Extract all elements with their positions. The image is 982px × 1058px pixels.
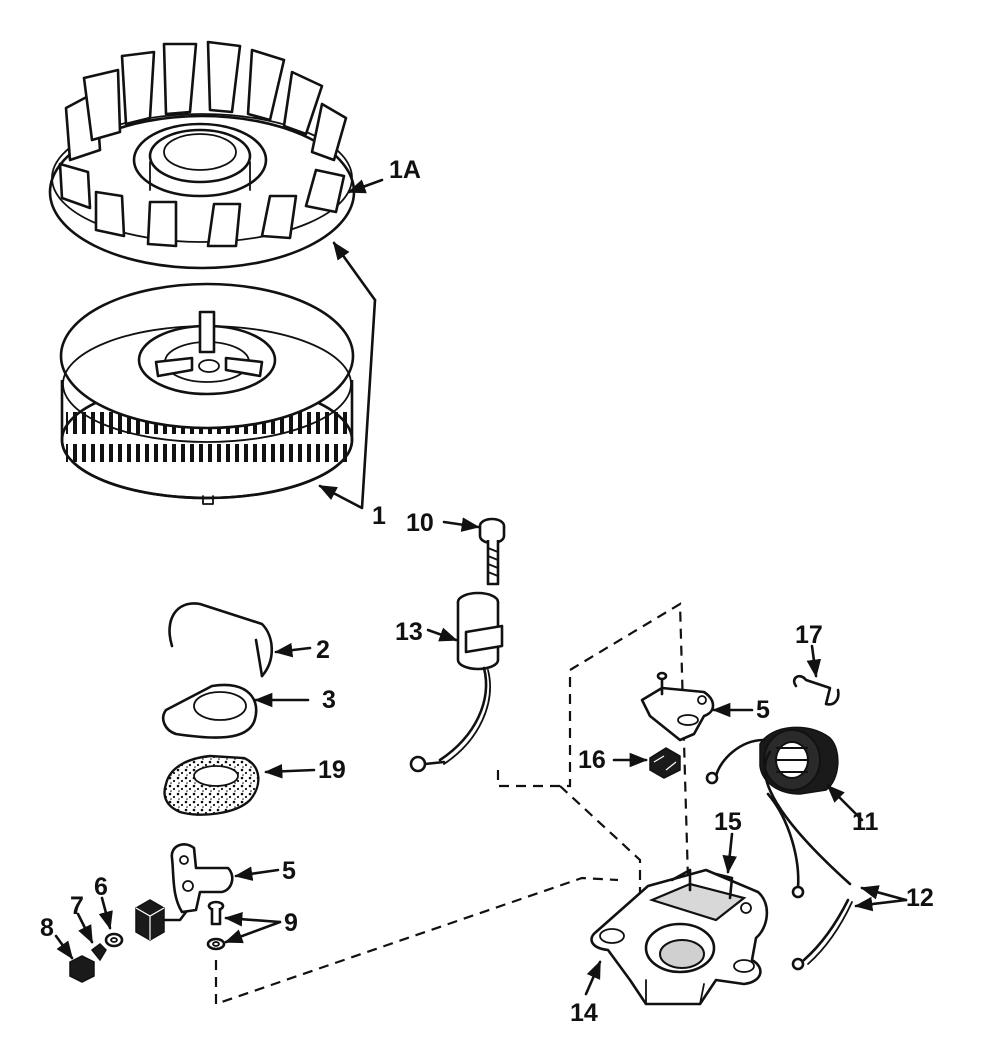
callout-9: 9 xyxy=(284,909,298,937)
fan-vanes xyxy=(58,40,348,248)
assembly-dashed-lines xyxy=(214,602,690,1006)
callout-1: 1 xyxy=(372,502,386,530)
callout-17: 17 xyxy=(795,621,823,649)
part-14-15-armature-plate xyxy=(584,832,769,1006)
part-5-right-bracket xyxy=(640,671,754,742)
callout-3: 3 xyxy=(322,686,336,714)
part-11-ignition-coil xyxy=(705,726,864,899)
part-6-washer xyxy=(98,896,124,948)
callout-6: 6 xyxy=(94,873,108,901)
part-17-spring-clip xyxy=(792,644,840,706)
part-3-plate xyxy=(162,683,310,739)
part-7-lockwasher xyxy=(76,912,107,962)
callout-8: 8 xyxy=(40,914,54,942)
part-8-nut xyxy=(54,934,95,983)
callout-15: 15 xyxy=(714,808,742,836)
callout-labels: 1A 1 10 2 13 3 17 5 19 16 11 15 5 12 6 7… xyxy=(40,156,934,1027)
part-16-block xyxy=(612,747,681,779)
callout-10: 10 xyxy=(406,509,434,537)
part-9-screw-washer xyxy=(206,900,282,951)
part-13-condenser xyxy=(409,591,504,773)
callout-5-right: 5 xyxy=(756,696,770,724)
part-19-felt-pad xyxy=(163,754,316,816)
part-12-leads xyxy=(791,885,908,971)
part-2-wire-clip xyxy=(168,602,312,678)
leader-1-and-1a xyxy=(318,178,384,510)
callout-1a: 1A xyxy=(389,156,421,184)
callout-11: 11 xyxy=(852,808,879,836)
part-10-screw xyxy=(442,517,506,586)
part-contact-set xyxy=(135,899,165,941)
callout-12: 12 xyxy=(906,884,934,912)
callout-13: 13 xyxy=(395,618,423,646)
callout-16: 16 xyxy=(578,746,606,774)
part-5-left-bracket xyxy=(158,843,280,922)
callout-14: 14 xyxy=(570,999,598,1027)
callout-19: 19 xyxy=(318,756,346,784)
callout-5-left: 5 xyxy=(282,857,296,885)
part-1-flywheel xyxy=(59,282,355,505)
callout-2: 2 xyxy=(316,636,330,664)
callout-7: 7 xyxy=(70,892,84,920)
part-1a-fan-impeller xyxy=(48,40,356,270)
